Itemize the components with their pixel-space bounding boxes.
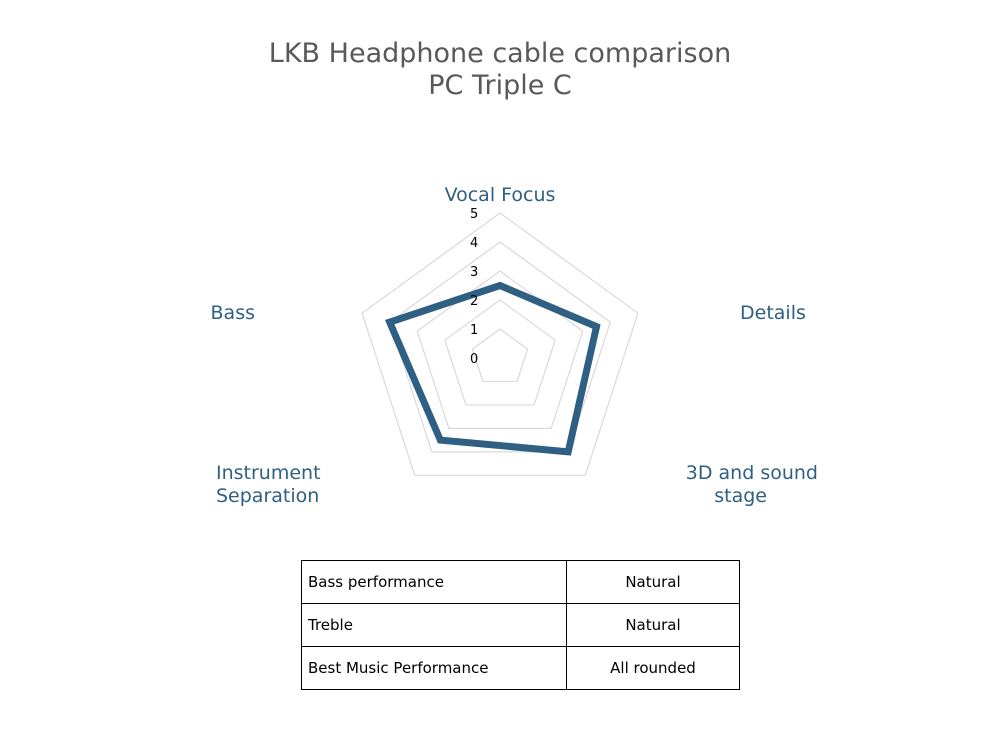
chart-title: LKB Headphone cable comparison PC Triple…: [0, 38, 1000, 102]
table-row: Best Music Performance All rounded: [301, 646, 740, 690]
table-cell-value: Natural: [566, 603, 740, 647]
tick-label: 0: [470, 352, 478, 367]
axis-label: Vocal Focus: [445, 184, 556, 206]
table-cell-label: Bass performance: [301, 560, 567, 604]
table-cell-value: Natural: [566, 560, 740, 604]
table-cell-value: All rounded: [566, 646, 740, 690]
table-cell-label: Best Music Performance: [301, 646, 567, 690]
grid-ring: [444, 299, 556, 406]
tick-label: 3: [470, 265, 478, 280]
radar-grid: [361, 212, 639, 476]
axis-label: Details: [740, 302, 806, 324]
grid-ring: [471, 328, 529, 383]
grid-ring: [388, 241, 612, 453]
tick-label: 5: [470, 207, 478, 222]
table-row: Bass performance Natural: [301, 560, 740, 604]
grid-ring: [416, 270, 584, 429]
radar-tick-labels: 0 1 2 3 4 5: [470, 207, 478, 367]
table-cell-label: Treble: [301, 603, 567, 647]
summary-table: Bass performance Natural Treble Natural …: [301, 560, 740, 690]
axis-label: Bass: [211, 302, 255, 324]
chart-title-line-1: LKB Headphone cable comparison: [268, 38, 732, 69]
tick-label: 2: [470, 294, 478, 309]
series-line: [384, 281, 601, 456]
radar-series: [384, 281, 601, 456]
tick-label: 4: [470, 236, 478, 251]
table-row: Treble Natural: [301, 603, 740, 647]
chart-title-line-2: PC Triple C: [428, 70, 572, 101]
tick-label: 1: [470, 323, 478, 338]
grid-ring: [361, 212, 639, 476]
